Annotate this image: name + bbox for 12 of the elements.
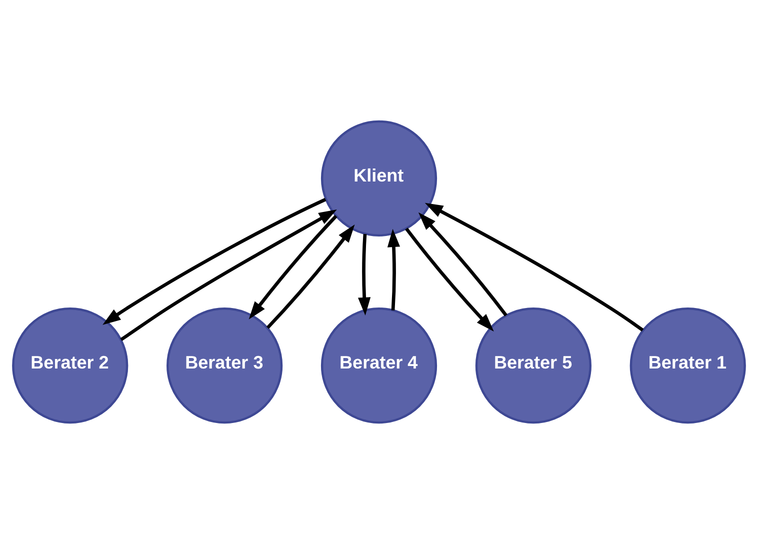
node-circle: Berater 4 xyxy=(320,307,438,424)
arrow xyxy=(405,227,494,331)
arrow xyxy=(266,224,355,328)
arrow xyxy=(418,212,508,316)
arrow xyxy=(387,228,400,310)
arrow xyxy=(248,214,338,319)
node-circle: Berater 1 xyxy=(630,307,746,424)
node-circle: Berater 3 xyxy=(166,307,283,424)
arrow xyxy=(358,233,371,315)
arrow xyxy=(424,202,644,332)
arrow xyxy=(102,197,326,324)
arrow xyxy=(120,209,337,341)
